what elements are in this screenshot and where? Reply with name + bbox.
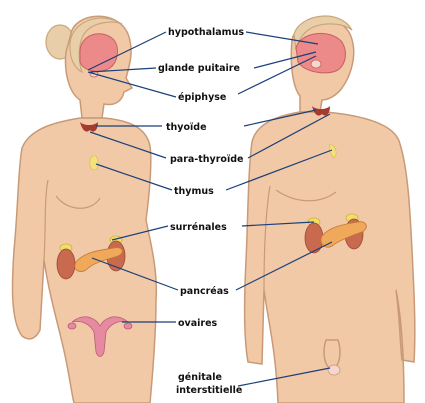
male-pituitary: [311, 60, 321, 68]
female-ovary-left: [68, 323, 76, 329]
female-kidney-left: [57, 249, 75, 279]
female-figure: [12, 16, 156, 403]
female-thymus: [90, 156, 98, 170]
female-ovary-right: [124, 323, 132, 329]
male-figure: [245, 16, 415, 403]
female-brain: [80, 34, 117, 72]
label-genital-line2: interstitielle: [176, 385, 242, 396]
label-thyroid: thyoïde: [166, 122, 207, 133]
label-ovaries: ovaires: [178, 318, 218, 329]
label-pancreas: pancréas: [180, 286, 229, 297]
labels: hypothalamus glande puitaire épiphyse th…: [158, 27, 244, 396]
label-thymus: thymus: [174, 186, 214, 197]
male-testis: [328, 365, 340, 375]
label-adrenal: surrénales: [170, 222, 227, 233]
label-pituitary: glande puitaire: [158, 63, 240, 74]
label-genital-line1: génitale: [178, 372, 222, 383]
label-hypothalamus: hypothalamus: [168, 27, 244, 38]
label-parathyroid: para-thyroïde: [170, 154, 243, 165]
label-epiphysis: épiphyse: [178, 92, 226, 103]
male-brain: [296, 33, 345, 72]
